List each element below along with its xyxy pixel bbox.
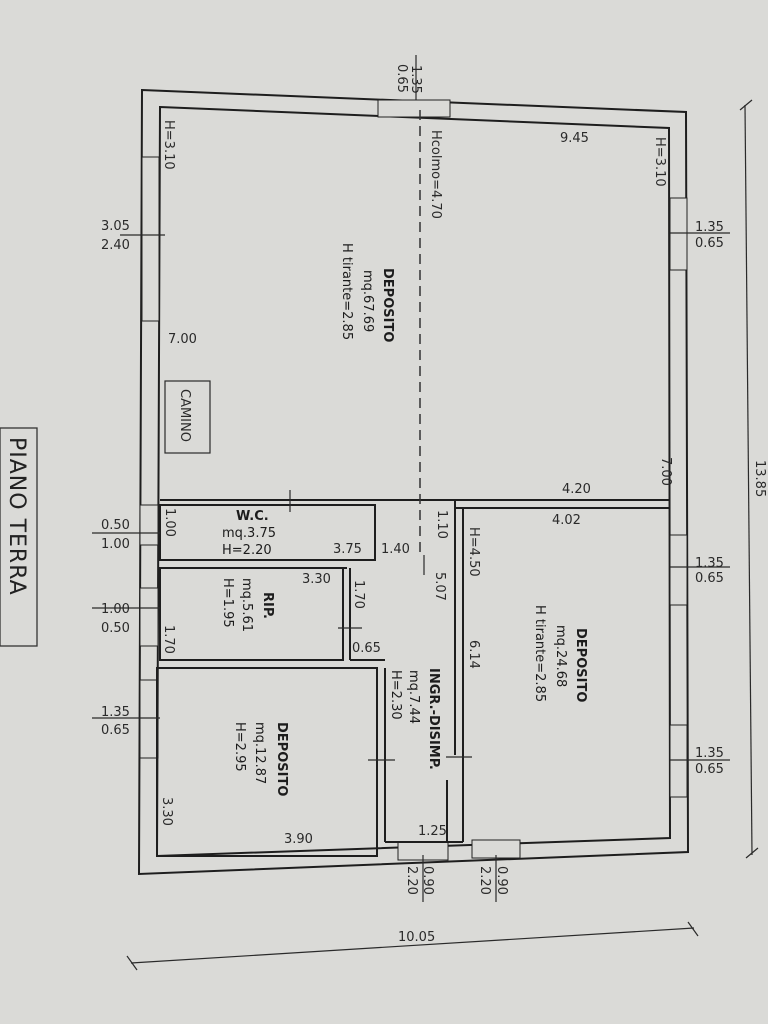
room-area: mq.3.75 bbox=[222, 526, 276, 541]
title-text: PIANO TERRA bbox=[4, 437, 29, 596]
dim-507: 5.07 bbox=[432, 572, 447, 601]
dim-135-b: 1.35 bbox=[695, 556, 724, 571]
room-name: DEPOSITO bbox=[380, 268, 395, 342]
dim-065-b: 0.65 bbox=[695, 571, 724, 586]
dim-100-b: 1.00 bbox=[162, 508, 177, 537]
dimension-lines bbox=[92, 55, 759, 971]
room-area: mq.5.61 bbox=[239, 578, 254, 632]
dim-402: 4.02 bbox=[552, 513, 581, 528]
dim-140: 1.40 bbox=[381, 542, 410, 557]
dim-700-left: 7.00 bbox=[168, 332, 197, 347]
dim-135-a: 1.35 bbox=[695, 220, 724, 235]
dim-1005: 10.05 bbox=[398, 930, 435, 945]
dim-1385: 13.85 bbox=[752, 460, 767, 497]
room-area: mq.12.87 bbox=[252, 722, 267, 784]
dim-110: 1.10 bbox=[434, 510, 449, 539]
room-height: H=1.95 bbox=[220, 578, 235, 628]
room-name: DEPOSITO bbox=[274, 722, 289, 796]
dim-700-right: 7.00 bbox=[658, 457, 673, 486]
room-height: H tirante=2.85 bbox=[339, 243, 354, 340]
room-name: RIP. bbox=[260, 592, 275, 619]
room-rip: RIP. mq.5.61 H=1.95 bbox=[220, 578, 275, 632]
dim-065-d: 0.65 bbox=[101, 723, 130, 738]
room-area: mq.67.69 bbox=[360, 270, 375, 332]
camino: CAMINO bbox=[164, 380, 211, 454]
right-window-mid bbox=[669, 534, 688, 606]
title-frame bbox=[0, 427, 38, 647]
left-window-wc bbox=[139, 504, 159, 546]
dim-065-a: 0.65 bbox=[695, 236, 724, 251]
wall-openings bbox=[139, 99, 688, 861]
dim-090-a: 0.90 bbox=[420, 866, 435, 895]
dim-100-a: 1.00 bbox=[101, 537, 130, 552]
left-window-rip bbox=[139, 587, 159, 647]
dim-330-rip: 3.30 bbox=[302, 572, 331, 587]
dimension-labels: 1.35 0.65 H=3.10 H=3.10 9.45 3.05 2.40 1… bbox=[101, 64, 767, 945]
room-name: W.C. bbox=[236, 509, 269, 524]
dim-420: 4.20 bbox=[562, 482, 591, 497]
dim-050-a: 0.50 bbox=[101, 518, 130, 533]
left-window-dep bbox=[139, 679, 159, 759]
room-height: H=2.95 bbox=[232, 722, 247, 772]
dim-125: 1.25 bbox=[418, 824, 447, 839]
outer-walls bbox=[137, 88, 690, 876]
top-window bbox=[377, 99, 451, 118]
room-height: H=2.20 bbox=[222, 543, 272, 558]
dim-h310-right: H=3.10 bbox=[652, 137, 667, 187]
dim-170-a: 1.70 bbox=[351, 580, 366, 609]
dim-614: 6.14 bbox=[466, 640, 481, 669]
dim-135-c: 1.35 bbox=[101, 705, 130, 720]
dim-375: 3.75 bbox=[333, 542, 362, 557]
dim-390: 3.90 bbox=[284, 832, 313, 847]
dim-100-c: 1.00 bbox=[101, 602, 130, 617]
dim-top-window-w: 1.35 bbox=[408, 65, 423, 94]
dim-220-a: 2.20 bbox=[404, 866, 419, 895]
room-deposito-main: DEPOSITO mq.67.69 H tirante=2.85 bbox=[339, 243, 395, 342]
dim-330-dep: 3.30 bbox=[159, 797, 174, 826]
dim-top-window-h: 0.65 bbox=[394, 64, 409, 93]
room-name: DEPOSITO bbox=[573, 628, 588, 702]
hcolmo-label: Hcolmo=4.70 bbox=[428, 130, 443, 219]
room-wc: W.C. mq.3.75 H=2.20 bbox=[222, 509, 276, 558]
room-deposito-right: DEPOSITO mq.24.68 H tirante=2.85 bbox=[532, 605, 588, 702]
dim-220-b: 2.20 bbox=[477, 866, 492, 895]
dim-240: 2.40 bbox=[101, 238, 130, 253]
room-height: H tirante=2.85 bbox=[532, 605, 547, 702]
dim-135-d: 1.35 bbox=[695, 746, 724, 761]
dim-h450: H=4.50 bbox=[466, 527, 481, 577]
dim-065-c: 0.65 bbox=[352, 641, 381, 656]
room-ingr: INGR.-DISIMP. mq.7.44 H=2.30 bbox=[388, 668, 441, 770]
left-window-top bbox=[141, 156, 160, 322]
room-area: mq.24.68 bbox=[553, 625, 568, 687]
dim-050-b: 0.50 bbox=[101, 621, 130, 636]
title-block: PIANO TERRA bbox=[0, 427, 38, 647]
dim-h310-left: H=3.10 bbox=[161, 120, 176, 170]
room-height: H=2.30 bbox=[388, 670, 403, 720]
camino-box bbox=[164, 380, 211, 454]
right-window-low bbox=[669, 724, 688, 798]
dim-305: 3.05 bbox=[101, 219, 130, 234]
dim-065-e: 0.65 bbox=[695, 762, 724, 777]
dim-945: 9.45 bbox=[560, 131, 589, 146]
room-deposito-small: DEPOSITO mq.12.87 H=2.95 bbox=[232, 722, 289, 796]
dim-090-b: 0.90 bbox=[494, 866, 509, 895]
interior-walls bbox=[156, 490, 670, 857]
right-window-top bbox=[669, 197, 688, 271]
room-area: mq.7.44 bbox=[406, 670, 421, 724]
room-name: INGR.-DISIMP. bbox=[426, 668, 441, 770]
camino-label: CAMINO bbox=[177, 389, 192, 442]
dim-170-b: 1.70 bbox=[161, 625, 176, 654]
